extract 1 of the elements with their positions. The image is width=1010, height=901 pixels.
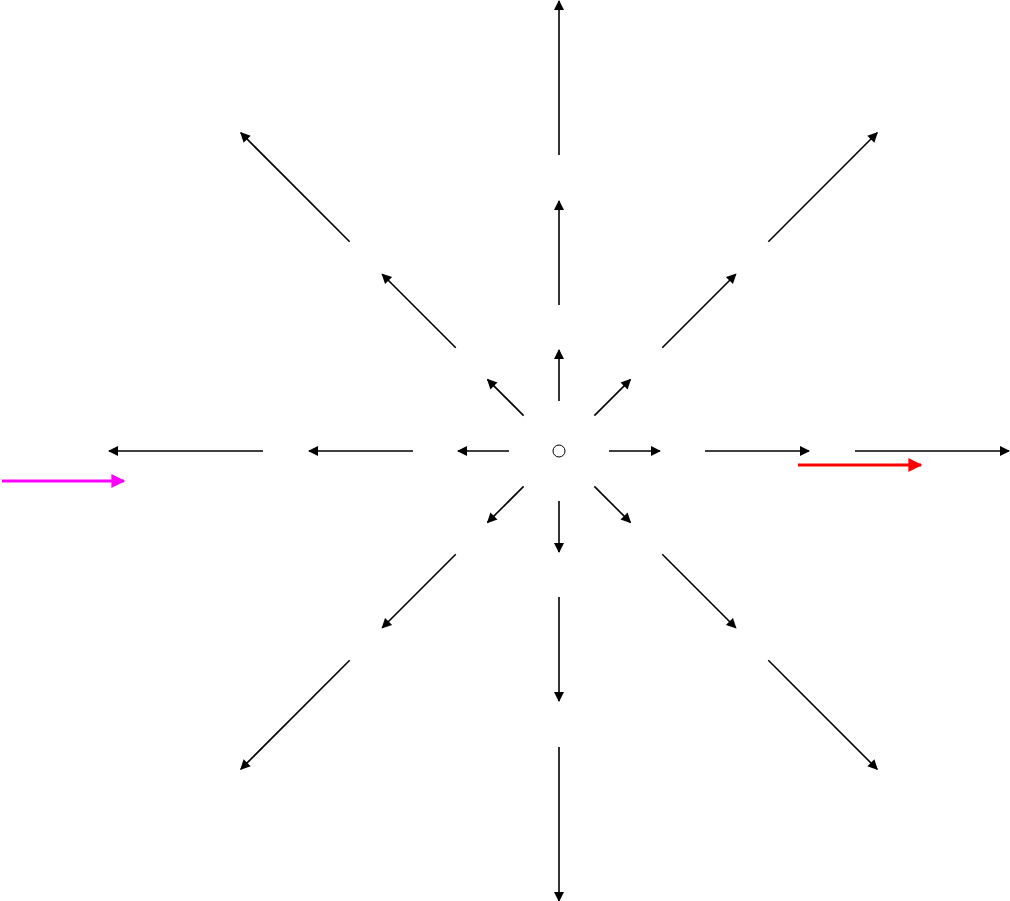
circle-node <box>552 444 566 458</box>
